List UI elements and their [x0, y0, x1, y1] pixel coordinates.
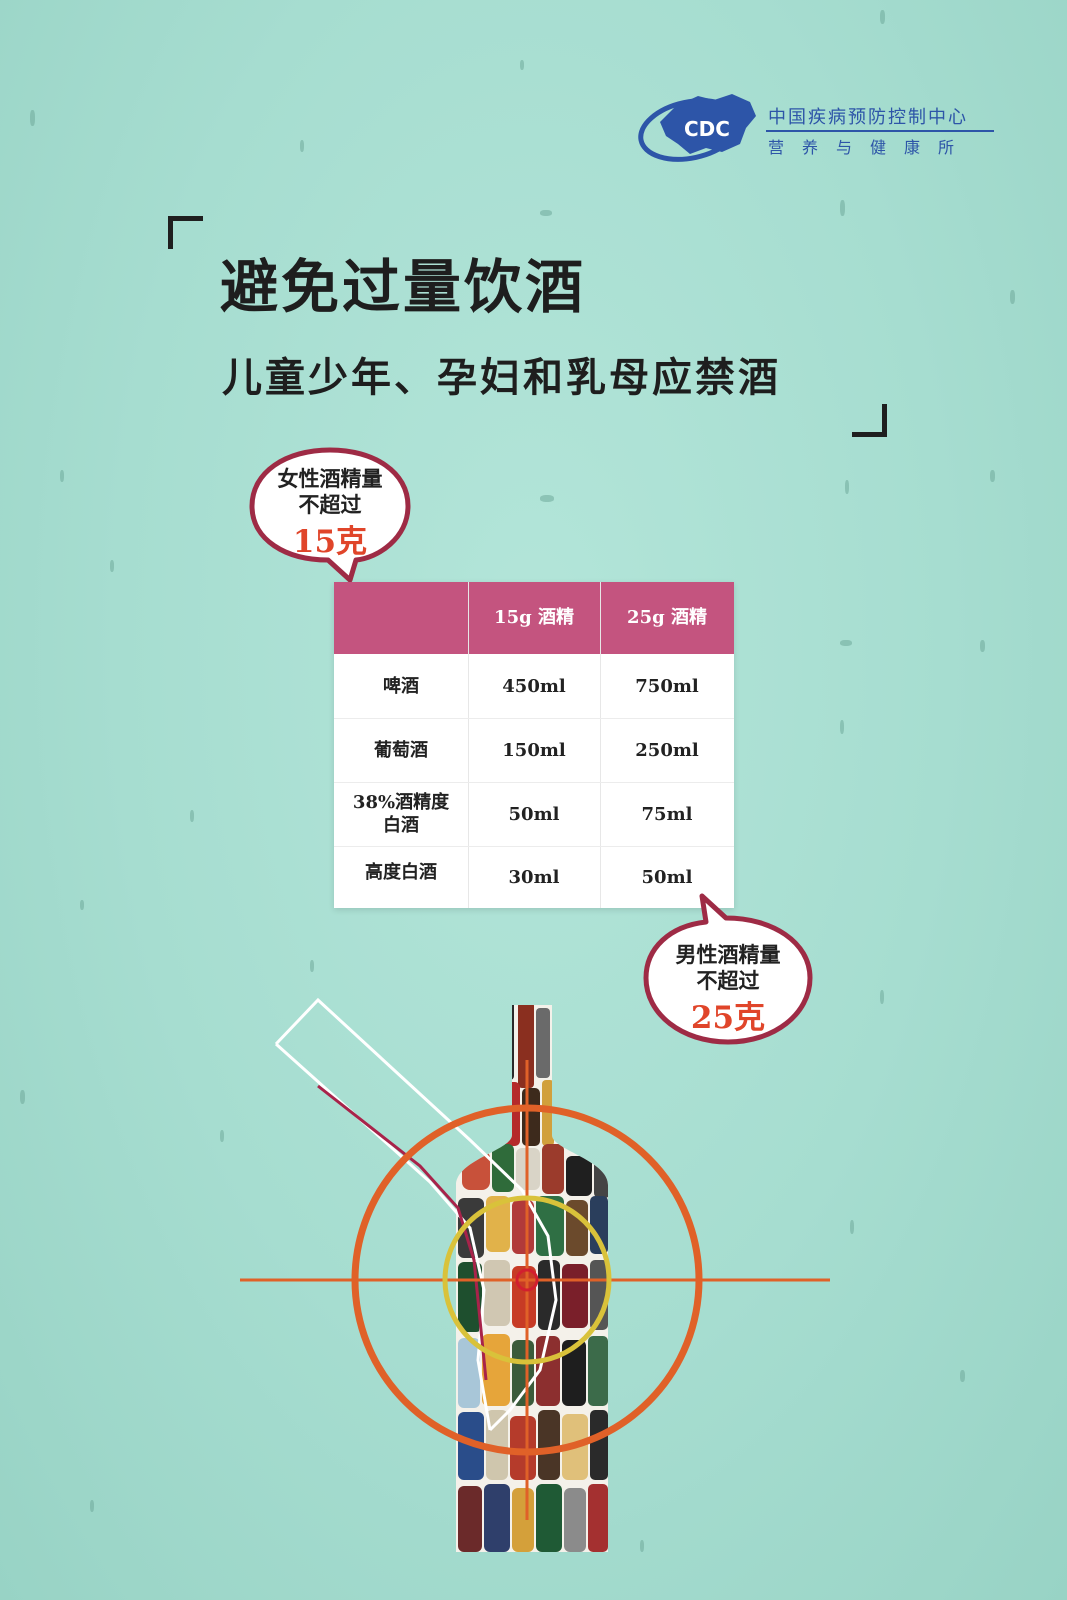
texture-speck	[840, 640, 852, 646]
table-cell: 50ml	[641, 866, 693, 888]
row-label-text: 葡萄酒	[374, 739, 428, 761]
china-map-icon: CDC	[638, 94, 756, 162]
page-title: 避免过量饮酒	[220, 253, 587, 321]
female-limit-bubble: 女性酒精量 不超过 15克	[246, 444, 414, 584]
texture-speck	[20, 1090, 25, 1104]
table-row-label: 葡萄酒	[334, 718, 468, 782]
texture-speck	[220, 1130, 224, 1142]
table-cell: 75ml	[641, 803, 693, 825]
speech-bubble-icon	[643, 893, 813, 1045]
row-label-text: 38%酒精度	[352, 792, 450, 813]
texture-speck	[845, 480, 849, 494]
row-label-text: 啤酒	[383, 675, 419, 697]
table-cell: 30ml	[508, 866, 560, 888]
texture-speck	[960, 1370, 965, 1382]
department-name: 营养与健康所	[768, 138, 973, 157]
table-cell: 150ml	[502, 739, 566, 761]
table-header-row: 15g 酒精 25g 酒精	[334, 582, 734, 654]
table-cell: 250ml	[635, 739, 699, 761]
texture-speck	[840, 200, 845, 216]
texture-speck	[540, 210, 552, 216]
texture-speck	[840, 720, 844, 734]
texture-speck	[640, 1540, 644, 1552]
row-label-text: 高度白酒	[365, 861, 437, 883]
texture-speck	[60, 470, 64, 482]
table-cell: 750ml	[635, 675, 699, 697]
texture-speck	[300, 140, 304, 152]
male-limit-amount: 25克	[690, 1000, 766, 1036]
logo-divider	[766, 130, 994, 132]
page-subtitle: 儿童少年、孕妇和乳母应禁酒	[222, 354, 781, 401]
texture-speck	[30, 110, 35, 126]
female-bubble-line2: 不超过	[298, 492, 362, 517]
texture-speck	[1010, 290, 1015, 304]
texture-speck	[990, 470, 995, 482]
male-bubble-line1: 男性酒精量	[675, 942, 781, 967]
speech-bubble-icon	[249, 447, 411, 583]
org-name: 中国疾病预防控制中心	[768, 107, 968, 128]
table-cell: 50ml	[508, 803, 560, 825]
texture-speck	[540, 495, 554, 502]
texture-speck	[110, 560, 114, 572]
cdc-logo: CDC 中国疾病预防控制中心 营养与健康所	[636, 86, 996, 166]
row-label-text-line2: 白酒	[383, 815, 419, 836]
texture-speck	[310, 960, 314, 972]
table-divider	[600, 582, 601, 908]
table-divider	[468, 582, 469, 908]
table-header-15g: 15g 酒精	[494, 607, 574, 628]
female-bubble-line1: 女性酒精量	[277, 466, 383, 491]
table-cell: 450ml	[502, 675, 566, 697]
texture-speck	[850, 1220, 854, 1234]
bracket-open-icon	[168, 216, 203, 249]
table-row-label: 38%酒精度 白酒	[334, 782, 468, 846]
female-limit-amount: 15克	[292, 524, 368, 560]
table-header-25g: 25g 酒精	[627, 607, 707, 628]
texture-speck	[880, 10, 885, 24]
bracket-close-icon	[852, 404, 887, 437]
table-divider	[334, 718, 734, 719]
texture-speck	[880, 990, 884, 1004]
texture-speck	[80, 900, 84, 910]
texture-speck	[190, 810, 194, 822]
table-row-label: 啤酒	[334, 654, 468, 718]
cdc-mark-text: CDC	[684, 117, 730, 141]
alcohol-equivalence-table: 15g 酒精 25g 酒精 啤酒 450ml 750ml 葡萄酒 150ml 2…	[334, 582, 734, 908]
table-header-blank	[334, 582, 468, 654]
texture-speck	[520, 60, 524, 70]
bottle-target-illustration	[240, 997, 830, 1552]
crosshair-target-icon	[240, 1060, 830, 1520]
male-bubble-line2: 不超过	[696, 968, 760, 993]
table-divider	[334, 782, 734, 783]
texture-speck	[980, 640, 985, 652]
table-row-label: 高度白酒	[334, 846, 468, 898]
table-divider	[334, 846, 734, 847]
texture-speck	[90, 1500, 94, 1512]
male-limit-bubble: 男性酒精量 不超过 25克	[640, 892, 816, 1052]
